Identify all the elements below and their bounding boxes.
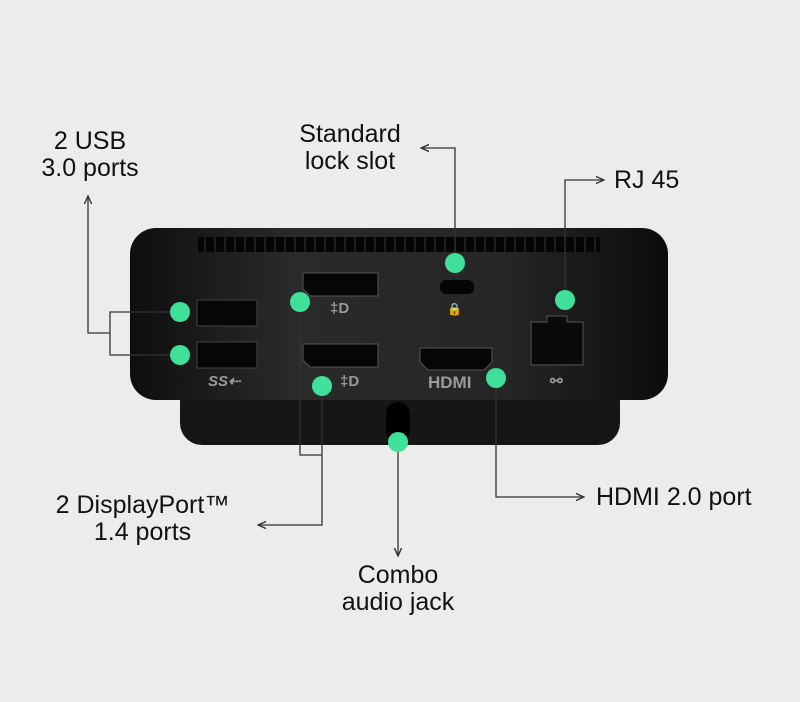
rj45-port	[530, 315, 584, 366]
usb-ss-logo: SS⇠	[208, 373, 241, 390]
usb-port	[196, 299, 258, 369]
usb-dot	[170, 345, 190, 365]
dp-logo: ‡D	[330, 300, 350, 317]
usb-dot	[170, 302, 190, 322]
hdmi-logo: HDMI	[428, 373, 472, 392]
displayport-dot	[290, 292, 310, 312]
audio-dot	[388, 432, 408, 452]
rj45-label: RJ 45	[614, 166, 680, 194]
displayport-dot	[312, 376, 332, 396]
hdmi-dot	[486, 368, 506, 388]
displayport-port	[302, 272, 379, 368]
rj45-dot	[555, 290, 575, 310]
audio-jack	[386, 402, 410, 442]
lock-dot	[445, 253, 465, 273]
lock-slot	[440, 280, 474, 294]
dp-logo: ‡D	[340, 373, 360, 390]
lock-icon: 🔒	[447, 302, 462, 316]
callout-dots	[170, 253, 575, 452]
hdmi-label: HDMI 2.0 port	[596, 483, 752, 511]
ethernet-icon: ⚯	[550, 373, 563, 390]
vent-grille	[198, 237, 600, 252]
hdmi-port	[419, 347, 493, 371]
